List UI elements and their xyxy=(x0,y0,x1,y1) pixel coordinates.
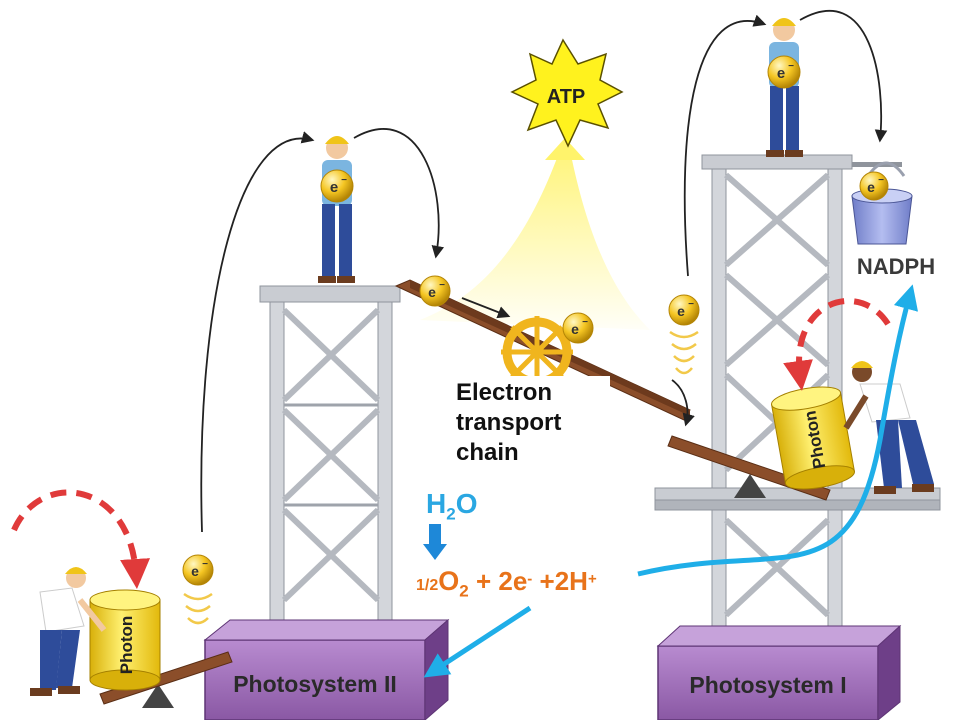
worker-top-ps2 xyxy=(318,136,355,283)
nadph-label: NADPH xyxy=(857,254,935,279)
atp-light-cone xyxy=(420,150,650,330)
arc-arrow-ps2-down xyxy=(353,128,444,259)
svg-text:e: e xyxy=(428,284,436,300)
etc-label-line-1: Electron xyxy=(456,379,553,406)
water-subscript: 2 xyxy=(446,504,456,524)
water-o: O xyxy=(455,488,478,519)
etc-label-line-3: chain xyxy=(456,439,519,466)
photon-label: Photon xyxy=(117,616,136,675)
atp-label: ATP xyxy=(547,86,586,108)
svg-text:−: − xyxy=(582,317,588,328)
svg-text:−: − xyxy=(439,280,445,291)
eq-oxygen: O xyxy=(438,566,460,596)
atp-burst xyxy=(510,38,624,148)
photon-cylinder-ps2: Photon xyxy=(89,589,161,691)
svg-text:−: − xyxy=(878,175,884,186)
atp-cone-arrowhead xyxy=(545,138,585,160)
ramp-side xyxy=(410,280,690,416)
arc-arrow-ps1-up xyxy=(683,14,767,277)
water-formula: H2O xyxy=(426,488,477,525)
seesaw-ps2 xyxy=(99,651,233,708)
electron: e − xyxy=(767,55,801,89)
svg-text:e: e xyxy=(867,179,875,195)
electron-energy-waves-ps1 xyxy=(669,330,699,375)
photosystem-i-box xyxy=(656,624,902,720)
electron: e − xyxy=(182,554,214,586)
photosystem-ii-tower xyxy=(259,285,401,643)
eq-half: 1/2 xyxy=(416,577,439,594)
water-split-down-arrow xyxy=(423,524,447,560)
svg-text:e: e xyxy=(191,563,199,579)
eq-electrons: + 2e xyxy=(468,566,528,596)
eq-protons-sup: + xyxy=(587,570,597,588)
electron: e − xyxy=(668,294,700,326)
electron-energy-waves-ps2 xyxy=(183,592,213,625)
svg-text:−: − xyxy=(202,559,208,570)
svg-text:e: e xyxy=(677,303,685,319)
eq-electrons-sup: - xyxy=(527,570,533,588)
etc-label-line-2: transport xyxy=(456,409,562,436)
ramp-end-arrow xyxy=(671,379,695,427)
photosystem-i-label: Photosystem I xyxy=(689,672,846,698)
photon-red-dashed-arrow-ps1 xyxy=(783,298,891,391)
photon-cylinder-ps1: Photon xyxy=(771,386,855,490)
electron: e − xyxy=(859,171,889,201)
blue-arrow-to-photosystem-ii xyxy=(423,605,532,678)
photosystem-ii-box xyxy=(203,618,450,720)
svg-text:−: − xyxy=(688,299,694,310)
svg-text:e: e xyxy=(571,321,579,337)
svg-text:−: − xyxy=(788,61,794,72)
blue-arrow-to-nadph xyxy=(637,284,919,577)
svg-text:−: − xyxy=(341,175,347,186)
eq-protons: +2H xyxy=(532,566,588,596)
eq-oxygen-subscript: 2 xyxy=(459,581,469,601)
water-h: H xyxy=(426,488,447,519)
electron: e − xyxy=(562,312,594,344)
water-split-equation: 1/2O2 + 2e- +2H+ xyxy=(416,566,597,601)
ramp-arrow xyxy=(461,297,511,319)
electron: e − xyxy=(320,169,354,203)
svg-text:e: e xyxy=(777,65,785,82)
electron-transport-chain-label: Electron transport chain xyxy=(452,376,610,470)
worker-pushing-photon-ps2 xyxy=(30,567,107,696)
svg-text:e: e xyxy=(330,179,338,196)
electron: e − xyxy=(419,275,451,307)
photon-red-dashed-arrow-ps2 xyxy=(11,489,150,589)
arc-arrow-ps2-up xyxy=(200,131,315,533)
photosystem-ii-label: Photosystem II xyxy=(233,671,397,697)
arc-arrow-ps1-down xyxy=(799,10,888,143)
